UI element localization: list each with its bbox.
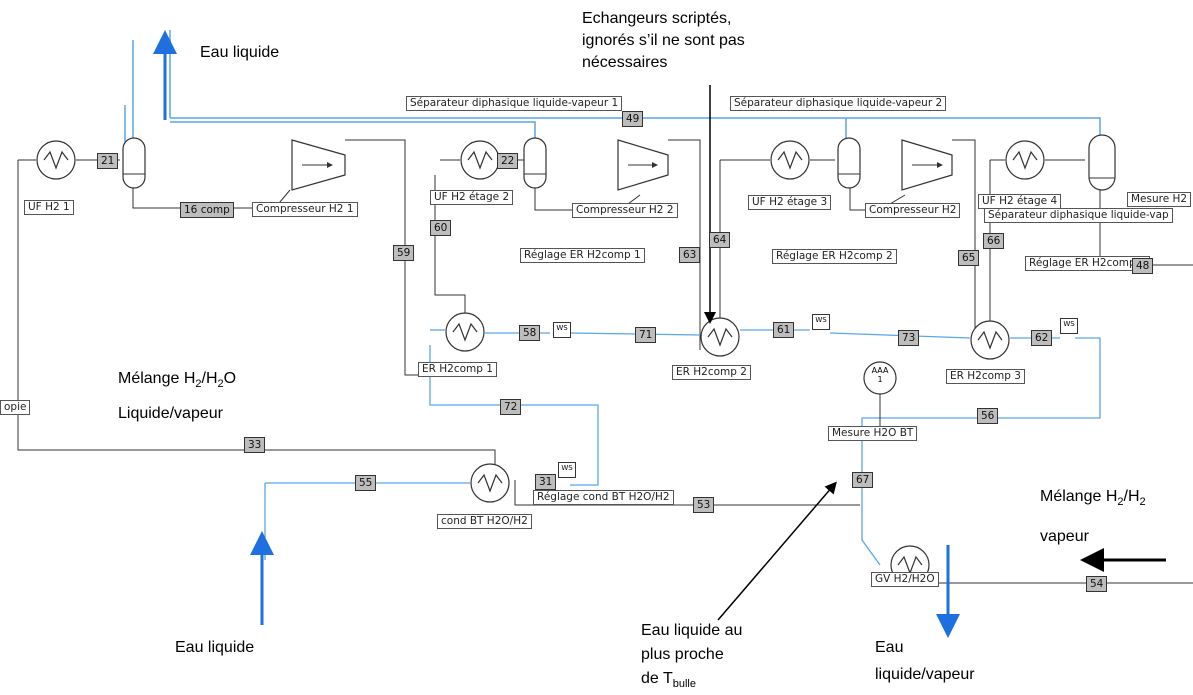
stream-31[interactable]: 31 — [535, 474, 557, 490]
annotation-tbulle-line1: Eau liquide au — [641, 622, 743, 639]
annotation-liquide-vapeur: Liquide/vapeur — [118, 405, 223, 422]
separateur-1-label[interactable]: Séparateur diphasique liquide-vapeur 1 — [406, 96, 623, 111]
annotation-tbulle-line2: plus proche — [641, 646, 724, 663]
stream-56[interactable]: 56 — [977, 408, 999, 424]
liquid-header-lines — [124, 30, 1101, 165]
stream-16-comp[interactable]: 16 comp — [180, 202, 234, 218]
separateur-2-label[interactable]: Séparateur diphasique liquide-vapeur 2 — [730, 96, 947, 111]
stream-66[interactable]: 66 — [983, 233, 1005, 249]
annotation-melange-right: Mélange H2/H2 — [1040, 488, 1146, 509]
er-h2comp-2-exchanger-icon — [700, 317, 740, 357]
annotation-echangeurs-line2: ignorés s’il ne sont pas — [582, 32, 745, 49]
er-h2comp-3-exchanger-icon — [970, 320, 1010, 360]
separator-2-icon — [523, 137, 547, 189]
reglage-er-1-label[interactable]: Réglage ER H2comp 1 — [520, 248, 645, 263]
gv-h2-h2o-label[interactable]: GV H2/H2O — [871, 572, 939, 587]
uf-h2-4-exchanger-icon — [1005, 140, 1045, 180]
stream-48[interactable]: 48 — [1132, 258, 1154, 274]
cond-bt-label[interactable]: cond BT H2O/H2 — [437, 514, 532, 529]
stream-67[interactable]: 67 — [852, 472, 874, 488]
cond-bt-exchanger-icon — [470, 463, 510, 503]
annotation-eau-liquide-bottom: Eau liquide — [175, 639, 255, 656]
stream-58[interactable]: 58 — [519, 325, 541, 341]
compresseur-h2-3-label[interactable]: Compresseur H2 — [865, 203, 961, 218]
stream-71[interactable]: 71 — [635, 327, 657, 343]
reglage-er-3-label[interactable]: Réglage ER H2comp 3 — [1025, 256, 1150, 271]
reglage-er-2-label[interactable]: Réglage ER H2comp 2 — [772, 249, 897, 264]
stream-53[interactable]: 53 — [693, 497, 715, 513]
uf-h2-etage3-label[interactable]: UF H2 étage 3 — [748, 195, 832, 210]
stream-49[interactable]: 49 — [622, 111, 644, 127]
ws-marker-4[interactable]: WS — [558, 462, 576, 478]
stream-64[interactable]: 64 — [709, 232, 731, 248]
stream-54[interactable]: 54 — [1086, 576, 1108, 592]
stream-62[interactable]: 62 — [1031, 330, 1053, 346]
er-h2comp-2-label[interactable]: ER H2comp 2 — [672, 365, 751, 380]
copie-block-label[interactable]: opie — [0, 400, 31, 415]
stream-61[interactable]: 61 — [773, 322, 795, 338]
uf-h2-2-exchanger-icon — [460, 140, 500, 180]
separator-4-icon — [1088, 134, 1116, 191]
stream-65[interactable]: 65 — [958, 250, 980, 266]
stream-72[interactable]: 72 — [500, 399, 522, 415]
annotation-echangeurs-line3: nécessaires — [582, 54, 668, 71]
annotation-eau-lv-line1: Eau — [875, 639, 904, 656]
er-h2comp-1-exchanger-icon — [445, 312, 485, 352]
compresseur-h2-2-label[interactable]: Compresseur H2 2 — [572, 203, 678, 218]
ws-marker-1[interactable]: WS — [553, 322, 571, 338]
annotation-tbulle-line3: de Tbulle — [641, 670, 696, 691]
separateur-2b-label[interactable]: Séparateur diphasique liquide-vap — [984, 208, 1173, 223]
mesure-h2o-bt-label[interactable]: Mesure H2O BT — [828, 426, 918, 441]
ws-marker-3[interactable]: WS — [1060, 318, 1078, 334]
stream-59[interactable]: 59 — [393, 245, 415, 261]
compresseur-h2-1-label[interactable]: Compresseur H2 1 — [252, 202, 358, 217]
annotation-vapeur: vapeur — [1040, 528, 1089, 545]
uf-h2-1-label[interactable]: UF H2 1 — [24, 200, 74, 215]
annotation-melange-left: Mélange H2/H2O — [118, 370, 237, 391]
tbulle-pointer-arrow — [717, 481, 837, 621]
uf-h2-etage2-label[interactable]: UF H2 étage 2 — [430, 190, 514, 205]
separator-3-icon — [837, 137, 861, 189]
stream-73[interactable]: 73 — [898, 330, 920, 346]
er-h2comp-3-label[interactable]: ER H2comp 3 — [946, 369, 1025, 384]
stream-21[interactable]: 21 — [97, 153, 119, 169]
annotation-echangeurs-line1: Echangeurs scriptés, — [582, 10, 732, 27]
annotation-eau-lv-line2: liquide/vapeur — [875, 666, 975, 683]
mesure-h2-label[interactable]: Mesure H2 — [1127, 192, 1192, 207]
separators — [122, 134, 1116, 191]
ws-marker-2[interactable]: WS — [812, 314, 830, 330]
stream-55[interactable]: 55 — [355, 475, 377, 491]
uf-h2-etage4-label[interactable]: UF H2 étage 4 — [978, 194, 1062, 209]
uf-h2-3-exchanger-icon — [770, 140, 810, 180]
heat-exchangers — [36, 140, 1045, 585]
uf-h2-1-exchanger-icon — [36, 140, 76, 180]
stream-60[interactable]: 60 — [430, 220, 452, 236]
stream-22[interactable]: 22 — [497, 153, 519, 169]
stream-33[interactable]: 33 — [244, 437, 266, 453]
reglage-cond-bt-label[interactable]: Réglage cond BT H2O/H2 — [533, 490, 674, 505]
separator-1-icon — [122, 137, 146, 189]
annotation-eau-liquide-top: Eau liquide — [200, 44, 280, 61]
er-h2comp-1-label[interactable]: ER H2comp 1 — [418, 362, 497, 377]
stream-63[interactable]: 63 — [679, 247, 701, 263]
